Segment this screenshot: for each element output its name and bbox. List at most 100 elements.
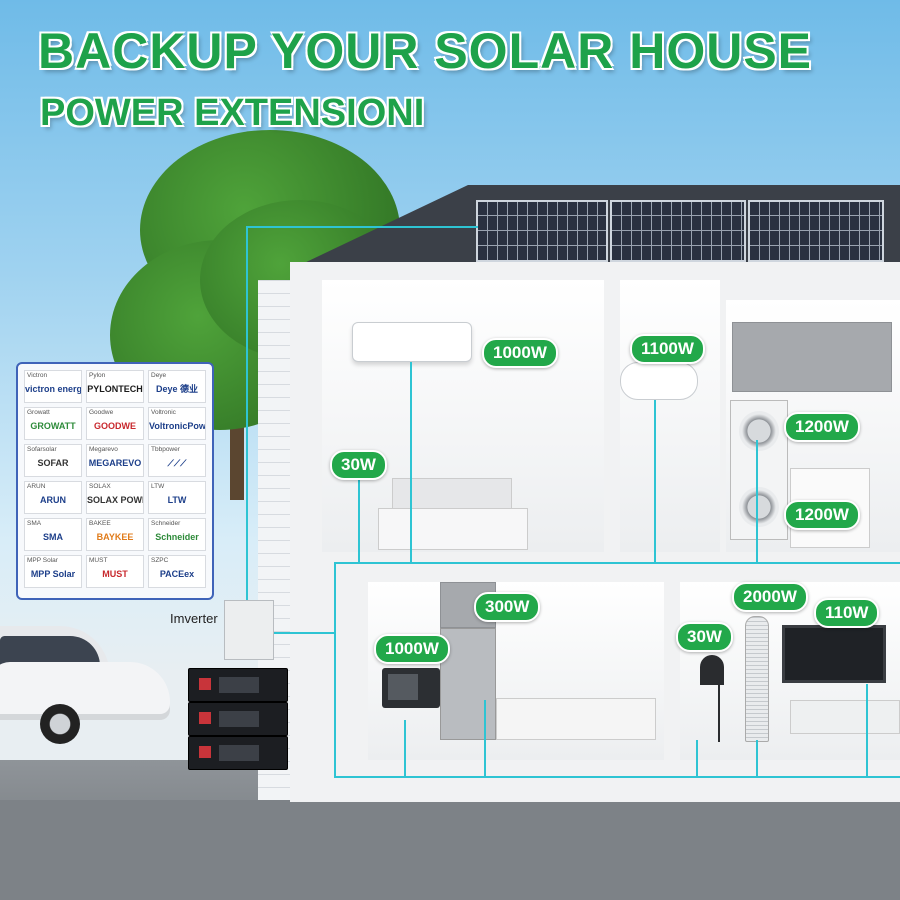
load-label-bedside-lamp: 30W	[330, 450, 387, 480]
solar-panel	[610, 200, 746, 262]
brand-logo: MPP Solar	[30, 569, 76, 579]
brand-name: BAKEE	[89, 520, 111, 527]
power-wire	[334, 562, 900, 564]
brand-name: MUST	[89, 557, 108, 564]
brand-tile: BAKEE BAYKEE	[86, 518, 144, 551]
load-label-washer-top: 1200W	[784, 412, 860, 442]
power-wire	[654, 400, 656, 562]
power-wire	[484, 700, 486, 776]
brand-name: Megarevo	[89, 446, 118, 453]
brand-name: MPP Solar	[27, 557, 58, 564]
brand-tile: Tbbpower⟋⟋⟋	[148, 444, 206, 477]
brand-name: LTW	[151, 483, 165, 490]
headline-line1: BACKUP YOUR SOLAR HOUSE	[38, 23, 813, 79]
inverter-label: Imverter	[170, 611, 218, 626]
brand-logo: PACEex	[159, 569, 195, 579]
battery-module	[188, 736, 288, 770]
battery-breaker	[199, 712, 211, 724]
brand-tile: VoltronicVoltronicPower	[148, 407, 206, 440]
brand-logo: MEGAREVO	[88, 458, 142, 468]
brand-name: SZPC	[151, 557, 169, 564]
brand-tile: SOLAX SOLAX POWER	[86, 481, 144, 514]
battery-display	[219, 745, 259, 761]
brand-logo: GROWATT	[30, 421, 76, 431]
bed-headboard	[392, 478, 512, 512]
kitchen-counter	[496, 698, 656, 740]
dryer-drum	[739, 487, 779, 527]
brand-name: Victron	[27, 372, 48, 379]
wall-cabinet	[732, 322, 892, 392]
power-wire	[756, 440, 758, 562]
brand-name: SOLAX	[89, 483, 111, 490]
power-wire	[246, 226, 478, 228]
power-wire	[358, 480, 360, 562]
power-wire	[334, 776, 900, 778]
television	[782, 625, 886, 683]
solar-panel	[748, 200, 884, 262]
brand-logo: SOFAR	[37, 458, 69, 468]
power-wire	[756, 740, 758, 776]
car-body	[0, 662, 170, 720]
load-label-refrigerator: 300W	[474, 592, 541, 622]
car	[0, 622, 170, 744]
inverter	[224, 600, 274, 660]
battery-breaker	[199, 746, 211, 758]
power-wire	[696, 740, 698, 776]
battery-module	[188, 702, 288, 736]
stacked-washer-dryer	[730, 400, 788, 540]
brand-logo: MUST	[102, 569, 128, 579]
floor-lamp-pole	[718, 672, 720, 742]
brand-logo: SMA	[43, 532, 63, 542]
bed-mattress	[378, 508, 528, 550]
bathroom	[620, 280, 720, 552]
power-wire	[866, 684, 868, 776]
brand-name: ARUN	[27, 483, 46, 490]
brand-logo: SOLAX POWER	[87, 495, 143, 505]
load-label-floor-lamp: 30W	[676, 622, 733, 652]
microwave	[382, 668, 440, 708]
battery-display	[219, 711, 259, 727]
brand-logo: Schneider	[155, 532, 199, 542]
brand-tile: MUST MUST	[86, 555, 144, 588]
headline-line2: POWER EXTENSIONI	[40, 92, 425, 134]
brand-logo: Deye 德业	[155, 384, 199, 394]
brand-name: Voltronic	[151, 409, 176, 416]
brand-name: Sofarsolar	[27, 446, 57, 453]
brand-tile: Victron victron energy	[24, 370, 82, 403]
load-label-microwave: 1000W	[374, 634, 450, 664]
tv-stand	[790, 700, 900, 734]
brand-name: Pylon	[89, 372, 106, 379]
brand-name: SMA	[27, 520, 42, 527]
washer-drum	[739, 411, 779, 451]
water-heater	[620, 362, 698, 400]
power-wire	[404, 720, 406, 776]
load-label-air-conditioner: 1000W	[482, 338, 558, 368]
brand-logo: victron energy	[25, 384, 82, 394]
tower-fan	[745, 616, 769, 742]
brand-name: Growatt	[27, 409, 50, 416]
power-wire	[246, 226, 248, 602]
battery-breaker	[199, 678, 211, 690]
floor-lamp	[700, 655, 724, 685]
brand-logo: VoltronicPower	[149, 421, 206, 431]
battery-module	[188, 668, 288, 702]
brand-name: Goodwe	[89, 409, 114, 416]
brand-name: Schneider	[151, 520, 181, 527]
brand-logo: ARUN	[40, 495, 66, 505]
car-wheel	[40, 704, 80, 744]
brand-logo: BAYKEE	[96, 532, 134, 542]
brand-tile: ARUN ARUN	[24, 481, 82, 514]
power-wire	[334, 562, 336, 778]
brand-logo: ⟋⟋⟋	[167, 458, 187, 468]
road	[0, 800, 900, 900]
